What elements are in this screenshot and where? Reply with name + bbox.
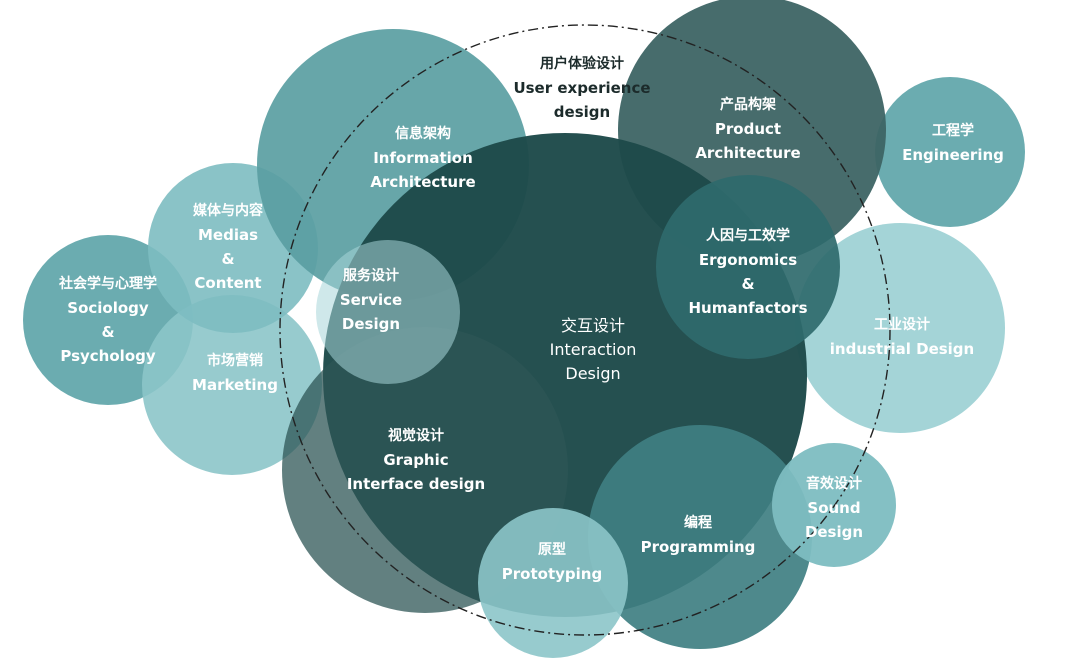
- prototyping-en1: Prototyping: [501, 565, 603, 583]
- sociology-amp: &: [101, 323, 115, 341]
- circle-service-design: [316, 240, 460, 384]
- industrial-zh: 工业设计: [873, 317, 930, 333]
- info-en2: Architecture: [370, 173, 476, 191]
- ergonomics-zh: 人因与工效学: [705, 228, 790, 244]
- visual-en2: Interface design: [346, 475, 486, 493]
- label-industrial-design: 工业设计 industrial Design: [830, 313, 974, 361]
- sociology-en1: Sociology: [67, 299, 149, 317]
- ergonomics-en1: Ergonomics: [698, 251, 798, 269]
- label-marketing: 市场营销 Marketing: [192, 349, 278, 397]
- center-en1: Interaction: [549, 340, 637, 359]
- media-zh: 媒体与内容: [193, 203, 263, 219]
- label-programming: 编程 Programming: [641, 511, 756, 559]
- center-zh: 交互设计: [560, 316, 625, 335]
- product-zh: 产品构架: [720, 97, 776, 113]
- label-media-content: 媒体与内容 Medias & Content: [193, 199, 263, 295]
- circle-industrial-design: [795, 223, 1005, 433]
- label-user-experience-design: 用户体验设计 User experience design: [513, 52, 650, 124]
- marketing-zh: 市场营销: [206, 353, 263, 369]
- sound-zh: 音效设计: [806, 476, 862, 492]
- visual-en1: Graphic: [383, 451, 449, 469]
- ux-en1: User experience: [513, 79, 651, 97]
- label-visual-design: 视觉设计 Graphic Interface design: [347, 424, 485, 496]
- circle-marketing: [142, 295, 322, 475]
- sound-en1: Sound: [807, 499, 861, 517]
- sociology-en2: Psychology: [60, 347, 156, 365]
- ux-zh: 用户体验设计: [540, 56, 624, 72]
- media-en1: Medias: [197, 226, 259, 244]
- media-en2: Content: [194, 274, 262, 292]
- label-service-design: 服务设计 Service Design: [340, 264, 402, 336]
- center-en2: Design: [565, 364, 621, 383]
- programming-en1: Programming: [640, 538, 756, 556]
- prototyping-zh: 原型: [537, 542, 566, 558]
- engineering-zh: 工程学: [931, 123, 974, 139]
- label-sound-design: 音效设计 Sound Design: [805, 472, 863, 544]
- label-engineering: 工程学 Engineering: [902, 119, 1004, 167]
- circle-engineering: [875, 77, 1025, 227]
- label-information-architecture: 信息架构 Information Architecture: [370, 122, 475, 194]
- label-prototyping: 原型 Prototyping: [502, 538, 602, 586]
- programming-zh: 编程: [684, 515, 712, 531]
- sociology-zh: 社会学与心理学: [59, 276, 157, 292]
- service-en1: Service: [339, 291, 403, 309]
- ux-boundary-dashed-circle: [279, 24, 891, 636]
- media-amp: &: [221, 250, 235, 268]
- service-zh: 服务设计: [342, 268, 399, 284]
- label-product-architecture: 产品构架 Product Architecture: [695, 93, 800, 165]
- info-zh: 信息架构: [395, 126, 451, 142]
- sound-en2: Design: [804, 523, 864, 541]
- info-en1: Information: [373, 149, 473, 167]
- marketing-en1: Marketing: [192, 376, 278, 394]
- circle-programming: [588, 425, 812, 649]
- product-en2: Architecture: [695, 144, 801, 162]
- label-sociology-psychology: 社会学与心理学 Sociology & Psychology: [59, 272, 157, 368]
- circle-prototyping: [478, 508, 628, 658]
- engineering-en1: Engineering: [902, 146, 1004, 164]
- ergonomics-en2: Humanfactors: [688, 299, 808, 317]
- label-ergonomics: 人因与工效学 Ergonomics & Humanfactors: [688, 224, 807, 320]
- product-en1: Product: [714, 120, 782, 138]
- visual-zh: 视觉设计: [388, 428, 444, 444]
- industrial-en1: industrial Design: [829, 340, 975, 358]
- circle-ergonomics: [656, 175, 840, 359]
- ux-en2: design: [553, 103, 611, 121]
- ergonomics-amp: &: [741, 275, 755, 293]
- label-interaction-design: 交互设计 Interaction Design: [550, 314, 637, 386]
- service-en2: Design: [341, 315, 401, 333]
